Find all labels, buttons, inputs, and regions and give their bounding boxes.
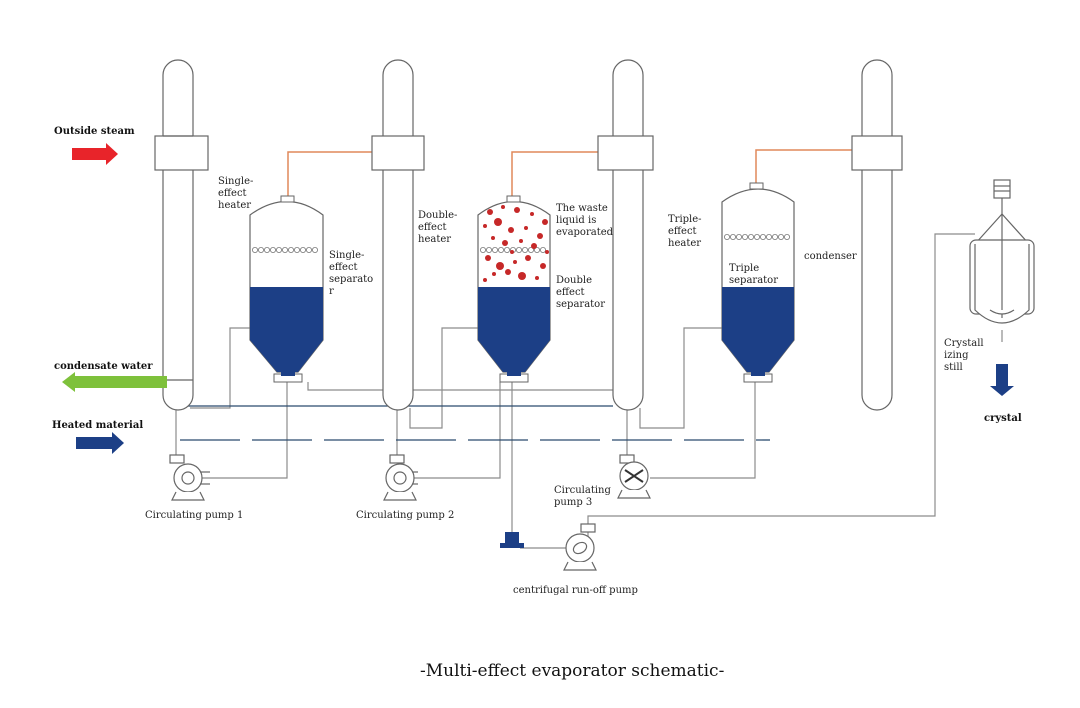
bubble: [545, 250, 549, 254]
demister-ring: [263, 246, 270, 253]
crystal-label: crystal: [984, 413, 1022, 424]
demister-ring: [522, 246, 529, 253]
circulating-pump-3: [617, 454, 651, 499]
bubble: [525, 255, 531, 261]
bubble: [540, 263, 546, 269]
demister-ring: [503, 246, 510, 253]
demister-ring: [516, 246, 523, 253]
demister-ring: [305, 246, 312, 253]
demister-ring: [491, 246, 498, 253]
bubble: [485, 255, 491, 261]
crystallizing-still-vessel: [969, 179, 1035, 324]
bubble: [537, 233, 543, 239]
bubble: [535, 276, 539, 280]
demister-ring: [540, 246, 547, 253]
circulating-pump-2-label: Circulating pump 2: [356, 510, 454, 521]
double-effect-separator-label: Double effect separator: [556, 275, 605, 310]
single-effect-heater-column: [154, 59, 209, 411]
demister-ring: [760, 233, 767, 240]
crystallizing-still-label: Crystall izing still: [944, 338, 987, 373]
condensate-water-label: condensate water: [54, 361, 153, 372]
demister-ring: [485, 246, 492, 253]
triple-separator-label: Triple separator: [729, 263, 778, 286]
bubble: [483, 224, 487, 228]
bubble: [531, 243, 537, 249]
double-effect-heater-label: Double- effect heater: [418, 210, 461, 245]
bubble: [483, 278, 487, 282]
double-effect-heater-column: [371, 59, 425, 411]
demister-ring: [251, 246, 258, 253]
heated-material-arrow: [76, 432, 124, 454]
bubble: [505, 269, 511, 275]
bubble: [530, 212, 534, 216]
demister-ring: [299, 246, 306, 253]
demister-ring: [257, 246, 264, 253]
crystal-output-arrow: [990, 364, 1014, 396]
double-effect-separator-vessel: [477, 195, 551, 383]
centrifugal-pump-label: centrifugal run-off pump: [513, 585, 638, 596]
demister-ring: [275, 246, 282, 253]
outside-steam-label: Outside steam: [54, 126, 135, 137]
diagram-title: -Multi-effect evaporator schematic-: [420, 661, 724, 681]
bubble: [542, 219, 548, 225]
condenser-label: condenser: [804, 251, 857, 262]
bubble: [492, 272, 496, 276]
bubble: [518, 272, 526, 280]
demister-ring: [269, 246, 276, 253]
bubble: [501, 205, 505, 209]
heated-material-label: Heated material: [52, 420, 143, 431]
demister-ring: [287, 246, 294, 253]
bubble: [524, 226, 528, 230]
bubble: [510, 250, 514, 254]
circulating-pump-1-label: Circulating pump 1: [145, 510, 243, 521]
demister-ring: [772, 233, 779, 240]
bubble: [519, 239, 523, 243]
demister-ring: [311, 246, 318, 253]
single-effect-heater-label: Single- effect heater: [218, 176, 257, 211]
bubble: [496, 262, 504, 270]
bubble: [487, 209, 493, 215]
demister-ring: [784, 233, 791, 240]
material-lines: [180, 405, 770, 441]
condensate-water-arrow: [62, 372, 167, 392]
bubble: [494, 218, 502, 226]
evaporation-bubbles: [483, 205, 549, 282]
demister-ring: [742, 233, 749, 240]
demister-ring: [730, 233, 737, 240]
demister-ring: [534, 246, 541, 253]
waste-liquid-label: The waste liquid is evaporated: [556, 203, 614, 238]
outside-steam-arrow: [72, 143, 118, 165]
demister-ring: [778, 233, 785, 240]
bubble: [491, 236, 495, 240]
circulating-pump-1: [169, 454, 210, 501]
circulating-pump-2: [383, 454, 418, 501]
demister-ring: [528, 246, 535, 253]
circulating-pump-3-label: Circulating pump 3: [554, 485, 614, 508]
demister-ring: [736, 233, 743, 240]
demister-ring: [748, 233, 755, 240]
single-effect-separator-vessel: [249, 195, 324, 383]
vapor-pipes: [287, 149, 852, 196]
bubble: [508, 227, 514, 233]
demister-ring: [281, 246, 288, 253]
demister-ring: [724, 233, 731, 240]
triple-effect-heater-label: Triple- effect heater: [668, 214, 705, 249]
demister-ring: [479, 246, 486, 253]
demister-ring: [497, 246, 504, 253]
demister-ring: [766, 233, 773, 240]
bubble: [514, 207, 520, 213]
centrifugal-run-off-pump: [500, 523, 597, 571]
triple-effect-heater-column: [597, 59, 654, 411]
condenser-column: [851, 59, 903, 411]
demister-pads: [251, 233, 791, 253]
single-effect-separator-label: Single- effect separato r: [329, 250, 376, 297]
bubble: [502, 240, 508, 246]
process-piping: [175, 233, 1003, 549]
bubble: [513, 260, 517, 264]
demister-ring: [293, 246, 300, 253]
demister-ring: [754, 233, 761, 240]
